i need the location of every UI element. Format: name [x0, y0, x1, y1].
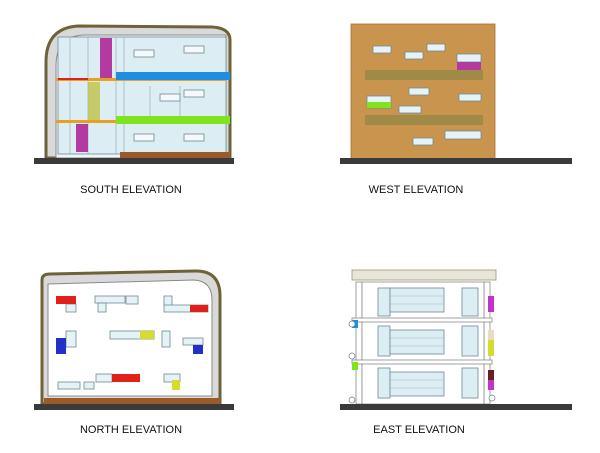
east-elevation	[340, 269, 572, 410]
east-glazing-panels	[377, 287, 479, 399]
south-blue-band	[116, 72, 230, 80]
east-ground-line	[340, 404, 572, 410]
west-planter-strip-2	[365, 115, 483, 125]
north-yellow-panel-2	[172, 380, 180, 390]
north-navy-panel-1	[56, 338, 66, 354]
north-yellow-panel-1	[140, 331, 154, 339]
west-green-panel	[367, 102, 391, 108]
west-magenta-panel	[457, 62, 481, 70]
east-maroon-panel	[488, 370, 494, 380]
west-elevation-label: WEST ELEVATION	[369, 184, 464, 196]
west-planter-strip-1	[365, 70, 483, 80]
south-ground-line	[34, 158, 234, 164]
north-red-panel-2	[190, 305, 208, 312]
south-green-band	[116, 116, 230, 124]
west-elevation	[340, 23, 572, 164]
north-elevation	[34, 269, 234, 410]
south-elevation-label: SOUTH ELEVATION	[80, 184, 182, 196]
west-ground-line	[340, 158, 572, 164]
east-beige-panel	[488, 330, 494, 340]
south-olive-panel	[88, 82, 100, 120]
south-red-strip	[58, 78, 88, 80]
east-wall-lamps	[348, 320, 496, 404]
north-soil-base	[44, 398, 220, 405]
south-elevation	[34, 24, 234, 164]
north-elevation-label: NORTH ELEVATION	[80, 424, 182, 436]
north-red-panel-1	[56, 296, 76, 304]
north-red-panel-3	[112, 374, 140, 382]
east-yellow-panel	[488, 340, 494, 356]
east-floor-slab-1	[351, 317, 493, 323]
north-navy-panel-2	[193, 345, 203, 354]
north-windows	[57, 295, 209, 390]
north-ground-line	[34, 404, 234, 410]
east-floor-slab-2	[351, 359, 493, 365]
east-elevation-label: EAST ELEVATION	[373, 424, 465, 436]
south-windows	[133, 45, 205, 142]
east-panel-mullions	[390, 295, 444, 389]
east-magenta-panel-2	[488, 380, 494, 390]
south-magenta-panel-1	[100, 38, 112, 78]
south-magenta-panel-2	[76, 124, 88, 152]
east-green-panel	[352, 362, 358, 370]
south-soil-base	[120, 152, 230, 160]
east-magenta-panel-1	[488, 296, 494, 312]
east-column-left	[355, 281, 363, 405]
east-roof-slab	[351, 269, 497, 281]
